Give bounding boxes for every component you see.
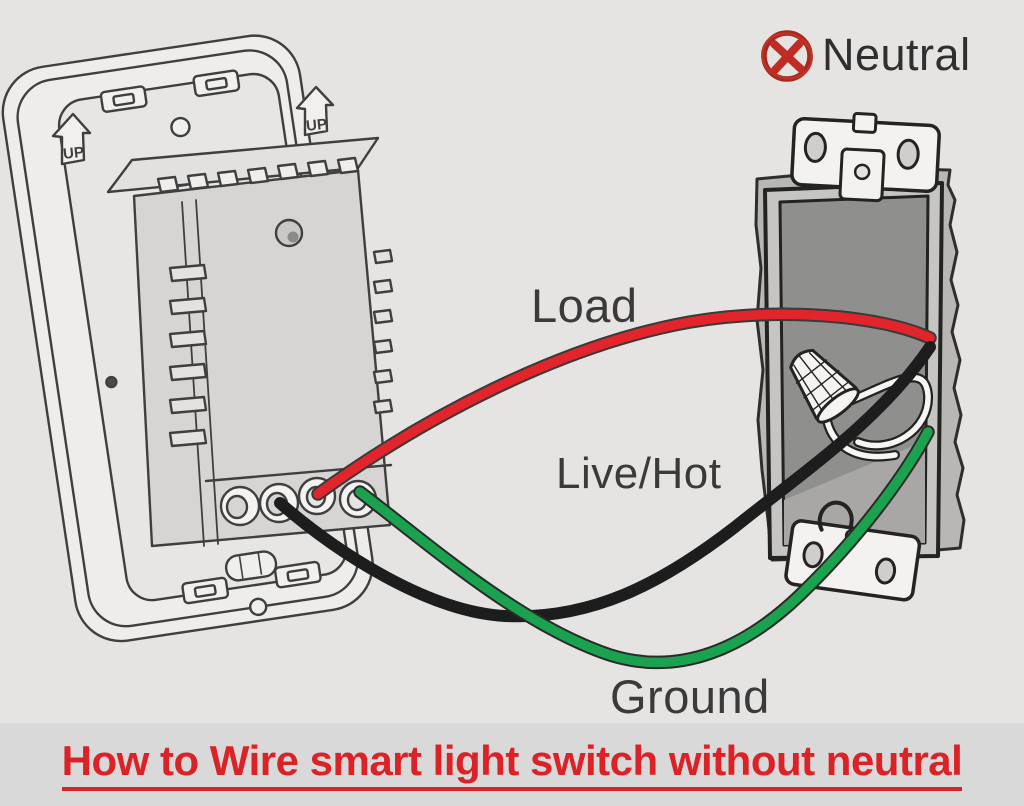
top-mounting-bracket xyxy=(790,112,941,203)
up-arrow-marker: UP xyxy=(295,85,335,137)
switch-module xyxy=(106,136,394,548)
module-screw xyxy=(274,218,304,248)
smart-switch: UP UP xyxy=(1,34,394,643)
mounting-clip xyxy=(181,560,322,605)
title-bar: How to Wire smart light switch without n… xyxy=(0,723,1024,806)
load-wire xyxy=(313,309,935,499)
wire-nut xyxy=(789,348,860,424)
up-marker-label: UP xyxy=(62,144,85,163)
module-fins-top xyxy=(156,156,360,194)
crossed-circle-icon xyxy=(761,30,813,82)
ground-wire xyxy=(355,427,933,668)
plate-dot xyxy=(105,375,118,389)
module-fins-left xyxy=(168,263,208,448)
page-title: How to Wire smart light switch without n… xyxy=(61,737,963,792)
up-marker-label: UP xyxy=(305,116,328,135)
neutral-label: Neutral xyxy=(822,29,971,80)
mounting-clip xyxy=(99,69,241,113)
plate-slot xyxy=(224,550,278,582)
module-fins-right xyxy=(372,248,394,415)
plate-screw-hole xyxy=(248,597,268,617)
bracket-screw xyxy=(853,163,871,181)
load-label: Load xyxy=(531,279,638,332)
bracket-screw-hole xyxy=(802,541,824,569)
neutral-capped-wire xyxy=(821,372,933,462)
live-hot-label: Live/Hot xyxy=(556,449,722,498)
live-hot-wire xyxy=(274,341,936,623)
plate-screw-hole xyxy=(170,116,191,138)
up-arrow-marker: UP xyxy=(51,112,92,166)
bracket-screw-hole xyxy=(803,131,827,163)
bracket-screw-hole xyxy=(896,138,920,170)
wires xyxy=(274,307,937,670)
ground-label: Ground xyxy=(610,670,770,723)
bracket-screw-hole xyxy=(874,557,897,585)
